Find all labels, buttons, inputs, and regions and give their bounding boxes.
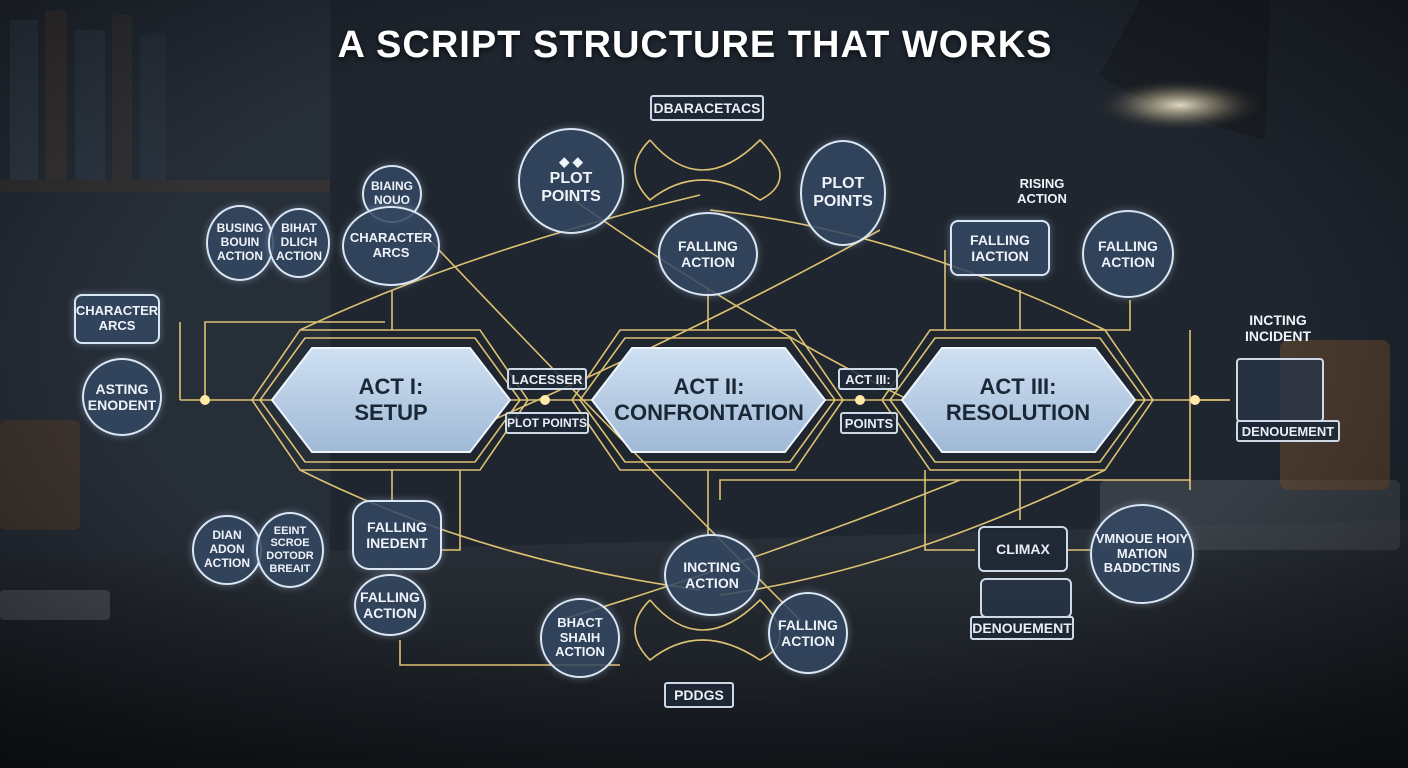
link-climax xyxy=(924,470,975,551)
connector-points: POINTS xyxy=(840,412,898,434)
act3-frame xyxy=(889,337,1146,463)
connector-lacesser: LACESSER xyxy=(507,368,587,390)
act3-line1: ACT III: xyxy=(979,373,1057,399)
act2-line1: ACT II: xyxy=(673,373,745,399)
node-falling-inedent[interactable]: FALLING INEDENT xyxy=(352,500,442,570)
node-bhact-shaih-action[interactable]: BHACT SHAIH ACTION xyxy=(540,598,620,678)
arc-top-left xyxy=(299,194,701,331)
label-inciting-incident: INCTING INCIDENT xyxy=(1244,312,1312,344)
link-bottom-left xyxy=(399,640,620,666)
tag-denouement-right: DENOUEMENT xyxy=(1236,420,1340,442)
act1-shape xyxy=(270,347,512,453)
node-incting-action[interactable]: INCTING ACTION xyxy=(664,534,760,616)
link-left-col xyxy=(204,321,385,400)
node-falling-action-low-right[interactable]: FALLING ACTION xyxy=(768,592,848,674)
arc-bottom-left xyxy=(299,469,701,591)
node-character-arcs-left[interactable]: CHARACTER ARCS xyxy=(74,294,160,344)
node-plot-points-right[interactable]: PLOT POINTS xyxy=(800,140,886,246)
arc-top-right xyxy=(709,209,1106,331)
act2-line2: CONFRONTATION xyxy=(614,400,804,425)
arc-bottom-right xyxy=(719,469,1106,596)
act3-shape xyxy=(900,347,1137,453)
spine-node xyxy=(540,395,550,405)
act2-label[interactable]: ACT II: CONFRONTATION xyxy=(598,355,820,445)
act1-frame xyxy=(259,337,521,463)
connector-plot-points: PLOT POINTS xyxy=(505,412,589,434)
act3-label[interactable]: ACT III: RESOLUTION xyxy=(920,355,1116,445)
climax-sub-box xyxy=(980,578,1072,618)
node-falling-action-low-left[interactable]: FALLING ACTION xyxy=(354,574,426,636)
link-right-drop xyxy=(719,330,1191,500)
node-plot-points-left[interactable]: ◆ ◆ PLOT POINTS xyxy=(518,128,624,234)
tag-pddgs: PDDGS xyxy=(664,682,734,708)
act1-line2: SETUP xyxy=(354,400,428,425)
link-act3-up2 xyxy=(1040,300,1131,331)
act1-line1: ACT I: xyxy=(358,373,424,399)
act2-shape xyxy=(590,347,827,453)
spine-node xyxy=(1190,395,1200,405)
page-title: A SCRIPT STRUCTURE THAT WORKS xyxy=(337,24,1053,66)
node-dian-adon-action[interactable]: DIAN ADON ACTION xyxy=(192,515,262,585)
arc-cross-1 xyxy=(559,189,951,421)
spine-node xyxy=(855,395,865,405)
act2-frame xyxy=(579,337,836,463)
node-falling-iaction[interactable]: FALLING IACTION xyxy=(950,220,1050,276)
node-falling-action-top[interactable]: FALLING ACTION xyxy=(658,212,758,296)
node-eeint-scroe[interactable]: EEINT SCROE DOTODR BREAIT xyxy=(256,512,324,588)
braid-bottom xyxy=(634,598,781,662)
tag-dbaracetacs: DBARACETACS xyxy=(650,95,764,121)
act3-line2: RESOLUTION xyxy=(945,400,1091,425)
tag-denouement-bottom: DENOUEMENT xyxy=(970,616,1074,640)
node-bihat-dlich-action[interactable]: BIHAT DLICH ACTION xyxy=(268,208,330,278)
node-character-arcs-top[interactable]: CHARACTER ARCS xyxy=(342,206,440,286)
tag-climax[interactable]: CLIMAX xyxy=(978,526,1068,572)
node-falling-action-right[interactable]: FALLING ACTION xyxy=(1082,210,1174,298)
connector-act-iii: ACT III: xyxy=(838,368,898,390)
node-vmnoue-hoiy[interactable]: VMNOUE HOIY MATION BADDCTINS xyxy=(1090,504,1194,604)
spine-node xyxy=(200,395,210,405)
diamond-icon: ◆ ◆ xyxy=(559,154,583,170)
incident-icon-box xyxy=(1236,358,1324,422)
label-rising-action: RISING ACTION xyxy=(1017,176,1067,206)
arc-cross-4 xyxy=(559,479,961,621)
link-left-low xyxy=(440,470,461,551)
node-asting-enodent[interactable]: ASTING ENODENT xyxy=(82,358,162,436)
act1-label[interactable]: ACT I: SETUP xyxy=(300,355,482,445)
arc-cross-2 xyxy=(469,229,881,431)
act2-frame-outer xyxy=(571,329,844,471)
node-busing-bouin-action[interactable]: BUSING BOUIN ACTION xyxy=(206,205,274,281)
act1-frame-outer xyxy=(251,329,529,471)
braid-top xyxy=(634,138,781,202)
